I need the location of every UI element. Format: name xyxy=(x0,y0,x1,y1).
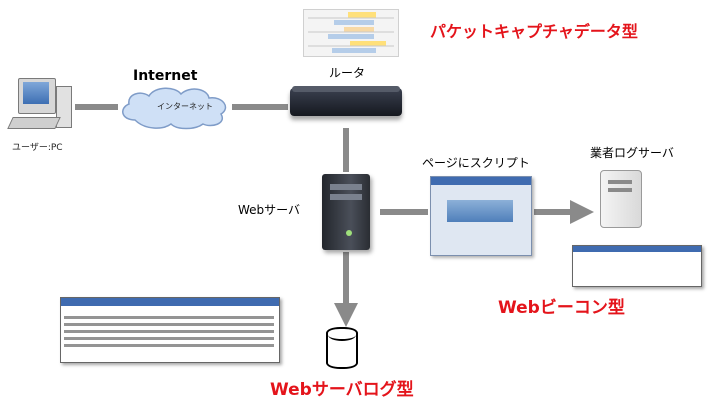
user-pc-label: ユーザー:PC xyxy=(12,143,63,153)
database-top xyxy=(328,329,356,341)
rack-server-icon xyxy=(600,170,642,228)
router-top xyxy=(292,86,400,92)
router-label: ルータ xyxy=(329,66,366,80)
browser-title-bar xyxy=(431,177,531,185)
cloud-icon xyxy=(122,87,227,130)
page-script-label: ページにスクリプト xyxy=(422,156,530,170)
vendor-log-server-label: 業者ログサーバ xyxy=(590,146,674,160)
rack-server-slot xyxy=(608,180,632,184)
server-led xyxy=(346,230,352,236)
cloud-label: インターネット xyxy=(157,102,213,111)
log-line xyxy=(64,344,274,347)
log-line xyxy=(64,323,274,326)
browser-map-image xyxy=(447,200,513,222)
internet-label: Internet xyxy=(133,68,198,84)
vendor-log-title-bar xyxy=(573,246,701,252)
capture-table-icon xyxy=(308,12,394,53)
log-window-title-bar xyxy=(61,298,279,306)
server-drive-2 xyxy=(330,194,362,200)
server-drive xyxy=(330,184,362,190)
vendor-log-window-icon xyxy=(572,245,702,287)
packet-capture-image xyxy=(303,9,399,57)
log-line xyxy=(64,316,274,319)
log-line xyxy=(64,337,274,340)
pc-keyboard xyxy=(7,117,61,129)
router-icon xyxy=(290,88,402,116)
web-beacon-title: Webビーコン型 xyxy=(498,298,625,318)
packet-capture-title: パケットキャプチャデータ型 xyxy=(430,22,638,41)
pc-screen xyxy=(23,82,49,104)
web-server-label: Webサーバ xyxy=(238,203,301,217)
web-server-log-title: Webサーバログ型 xyxy=(270,380,414,400)
log-line xyxy=(64,330,274,333)
rack-server-slot-2 xyxy=(608,188,632,192)
